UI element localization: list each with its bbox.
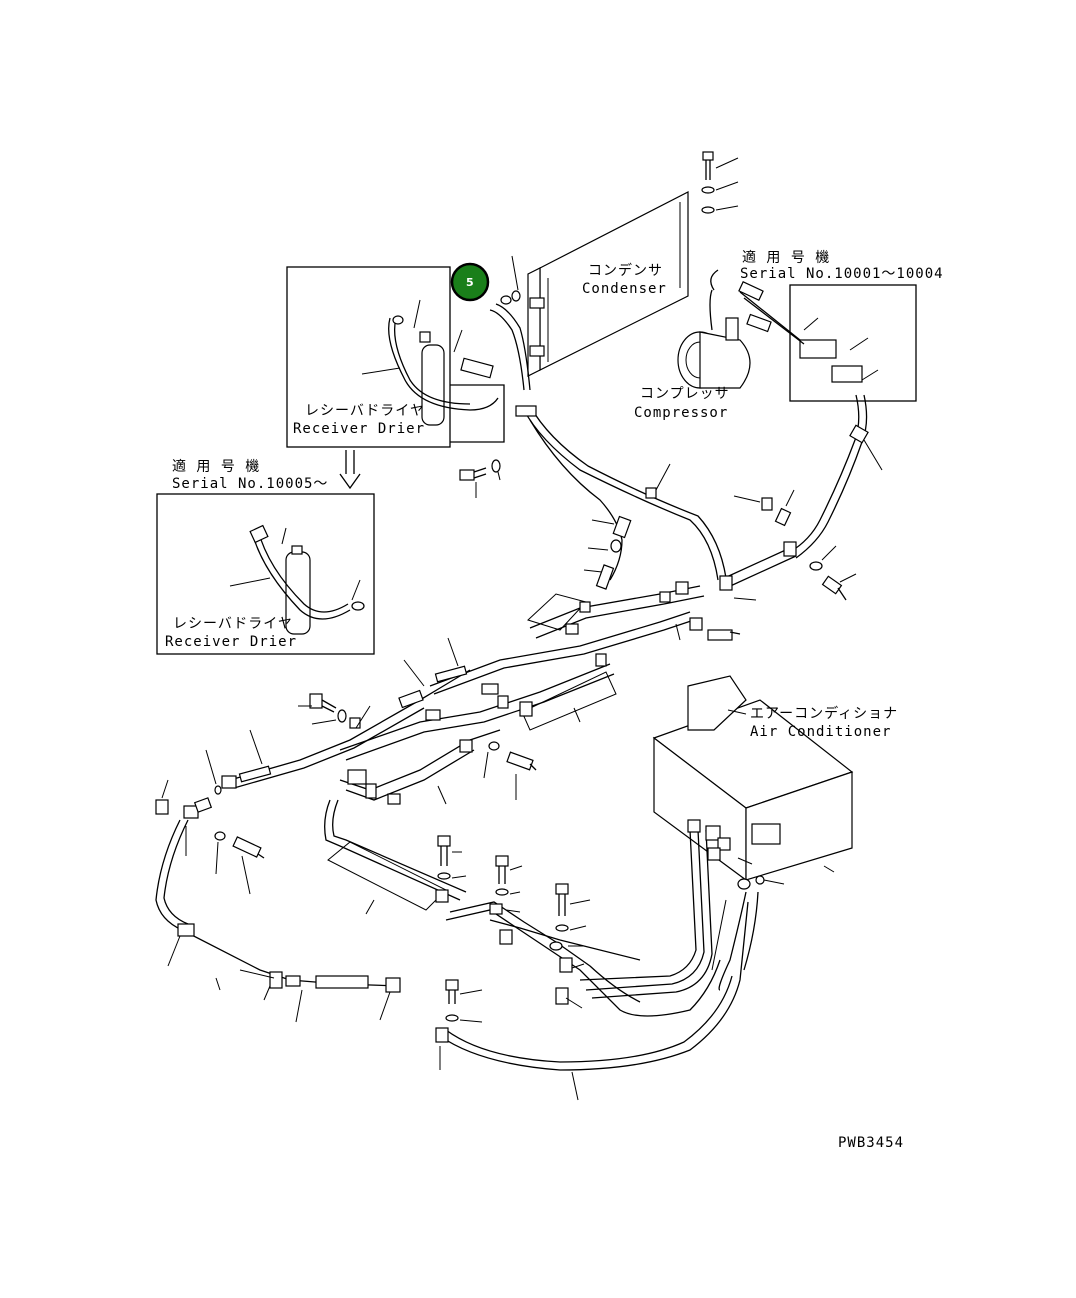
receiver-drier-b [229, 524, 365, 635]
inset-box-receiver-a [286, 266, 451, 448]
callout-5[interactable]: 5 [450, 262, 490, 302]
serial-a-label-jp: 適 用 号 機 [742, 249, 830, 266]
compressor-label-jp: コンプレッサ [640, 386, 730, 402]
serial-a-label-en: Serial No.10001～10004 [740, 266, 944, 282]
callout-number: 5 [466, 276, 474, 289]
bolt-column [437, 835, 591, 932]
aircon-label-jp: エアーコンディショナ [750, 705, 898, 722]
receiver-b-label-jp: レシーバドライヤ [173, 616, 293, 632]
inset-box-serial-a [789, 284, 917, 402]
condenser [527, 191, 689, 377]
bolt-top [701, 151, 739, 214]
serial-b-label-jp: 適 用 号 機 [172, 458, 260, 475]
hose-main-a [523, 409, 719, 581]
condenser-label-en: Condenser [582, 281, 667, 297]
inset-box-receiver-a-ext [450, 384, 505, 443]
hose-condenser-out [489, 309, 525, 391]
arrow-down-icon [339, 450, 361, 490]
drawing-number: PWB3454 [838, 1135, 904, 1151]
hose-right-a [789, 394, 860, 553]
aircon-label-en: Air Conditioner [750, 724, 891, 740]
compressor [677, 269, 751, 389]
bolt-left [459, 459, 501, 498]
hose-mid-a [529, 585, 701, 629]
receiver-b-label-en: Receiver Drier [165, 634, 297, 650]
receiver-a-label-en: Receiver Drier [293, 421, 425, 437]
receiver-drier-a [361, 299, 499, 426]
receiver-a-label-jp: レシーバドライヤ [305, 403, 425, 419]
hose-left-lower [155, 819, 401, 987]
hose-right-b [795, 394, 868, 559]
bolt-mid-left [298, 693, 347, 725]
compressor-label-en: Compressor [634, 405, 728, 421]
serial-b-label-en: Serial No.10005～ [172, 476, 328, 492]
pipe-ac-a [579, 829, 697, 981]
condenser-label-jp: コンデンサ [588, 262, 663, 279]
inset-a-parts [738, 281, 879, 383]
inset-box-receiver-b [156, 493, 375, 655]
hose-lower-loop [439, 901, 749, 1071]
bolt-lower [445, 979, 483, 1023]
